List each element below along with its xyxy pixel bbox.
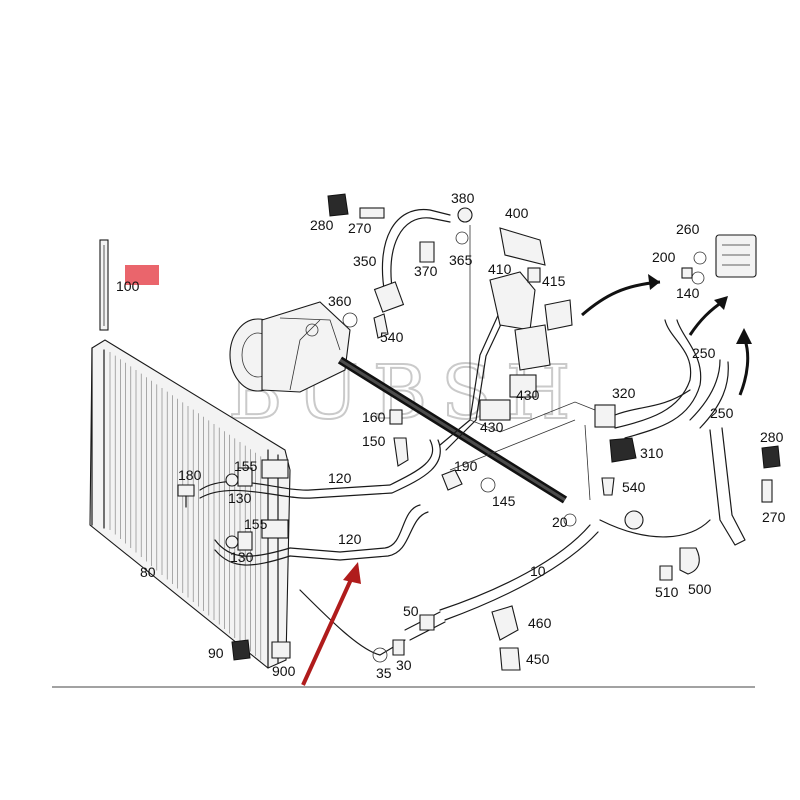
valve-50 [419,614,435,631]
label-120a: 120 [328,470,352,486]
label-35: 35 [376,665,392,681]
label-510: 510 [655,584,679,600]
valve-320 [594,404,616,428]
plug-90 [231,639,251,661]
label-360: 360 [328,293,352,309]
clip-450 [499,647,521,671]
hose-350 [381,208,451,296]
clamp-500 [679,547,700,575]
hose-250a [614,319,692,429]
bracket-460 [491,605,519,641]
label-150: 150 [362,433,386,449]
oring-130a [225,473,239,487]
label-450: 450 [526,651,550,667]
part-labels: 100 280 270 380 400 350 370 365 410 415 … [116,190,786,681]
label-120b: 120 [338,531,362,547]
label-155b: 155 [244,516,268,532]
sensor-310 [609,437,637,463]
label-140: 140 [676,285,700,301]
label-130b: 130 [230,549,254,565]
cap-380 [457,207,473,223]
label-410: 410 [488,261,512,277]
label-430a: 430 [516,387,540,403]
label-145: 145 [492,493,516,509]
oring-20 [563,513,577,527]
suction-tube [337,356,568,504]
label-540a: 540 [380,329,404,345]
valve-540b [601,477,615,496]
label-270b: 270 [762,509,786,525]
label-500: 500 [688,581,712,597]
oring-365 [455,231,469,245]
label-190: 190 [454,458,478,474]
fitting-30 [392,639,405,656]
label-260: 260 [676,221,700,237]
label-30: 30 [396,657,412,673]
cap-280a [327,193,349,217]
hose-10 [439,524,591,611]
nut-190 [441,469,463,491]
highlight-marker [125,265,159,285]
label-380: 380 [451,190,475,206]
label-365: 365 [449,252,473,268]
label-320: 320 [612,385,636,401]
label-400: 400 [505,205,529,221]
label-130a: 130 [228,490,252,506]
label-310: 310 [640,445,664,461]
label-250a: 250 [692,345,716,361]
bracket-400 [499,227,546,266]
label-10: 10 [530,563,546,579]
valve-block-410 [489,271,536,331]
cap-280b [761,445,781,469]
label-370: 370 [414,263,438,279]
valve-150 [393,437,409,467]
oring-140 [691,271,705,285]
label-160: 160 [362,409,386,425]
label-80: 80 [140,564,156,580]
label-280a: 280 [310,217,334,233]
label-20: 20 [552,514,568,530]
label-460: 460 [528,615,552,631]
label-155a: 155 [234,458,258,474]
label-50: 50 [403,603,419,619]
expansion-valve-260 [715,234,757,278]
label-350: 350 [353,253,377,269]
oring-145 [480,477,496,493]
oring-200 [693,251,707,265]
label-180: 180 [178,467,202,483]
oring-35 [372,647,388,663]
label-430b: 430 [480,419,504,435]
hose-120-lower [289,504,421,553]
nut-510 [659,565,673,581]
oring-360 [342,312,358,328]
compressor-part [229,301,351,393]
label-280b: 280 [760,429,784,445]
dryer-rod-part [99,239,109,331]
valve-270b [761,479,773,503]
label-100: 100 [116,278,140,294]
block-430 [479,399,511,421]
hose-250b [709,427,746,546]
label-250b: 250 [710,405,734,421]
label-900: 900 [272,663,296,679]
valve-540a [373,313,389,339]
red-indicator-arrow [301,562,361,686]
oring-130b [225,535,239,549]
bolt-370 [419,241,435,263]
valve-160 [389,409,403,425]
cap-900 [271,641,291,659]
label-540b: 540 [622,479,646,495]
label-415: 415 [542,273,566,289]
valve-270a [359,207,385,219]
line-400-430 [439,299,506,446]
label-200: 200 [652,249,676,265]
bolt-180 [177,484,195,497]
label-90: 90 [208,645,224,661]
fitting-415 [544,299,573,331]
flow-arrows [581,274,752,396]
label-270a: 270 [348,220,372,236]
